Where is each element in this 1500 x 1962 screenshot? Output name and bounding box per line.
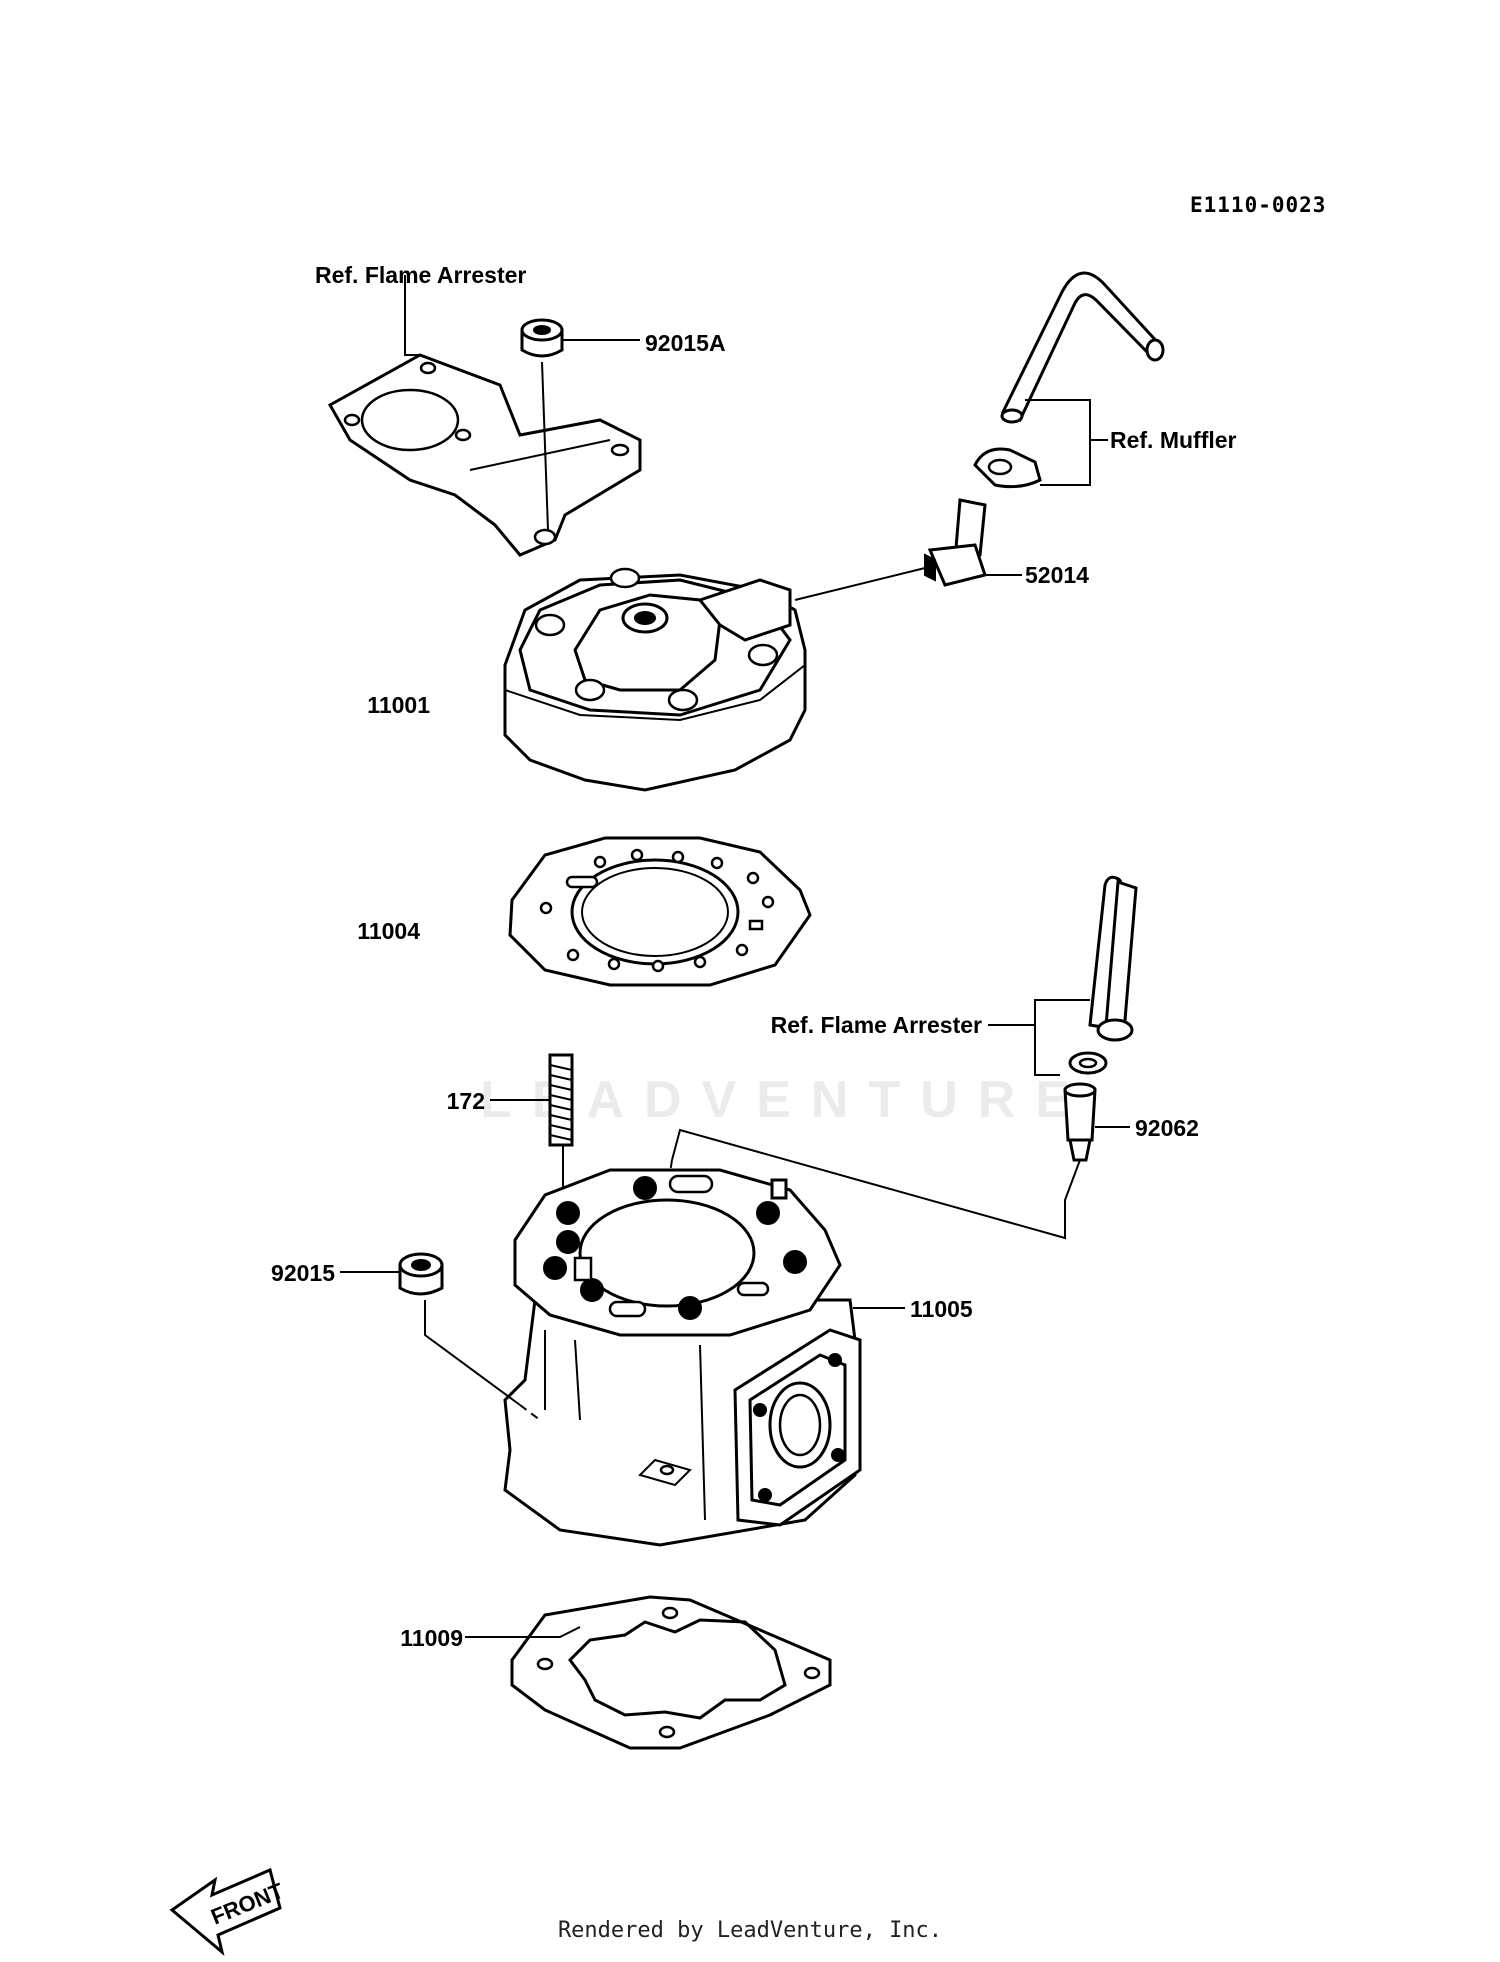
callout-172: 172 [446,1088,485,1114]
nut-92015 [398,1252,444,1296]
nut-92015a [520,318,564,358]
flame-arrester-hose [1088,875,1138,1042]
callout-11009: 11009 [400,1625,463,1651]
hose-clamp-flame-arrester [1068,1051,1108,1075]
muffler-hose [1000,271,1165,424]
callout-ref-muffler: Ref. Muffler [1110,427,1237,453]
callout-92062: 92062 [1135,1115,1199,1141]
cylinder-head-11001 [503,567,807,792]
callout-ref-flame-arrester-top: Ref. Flame Arrester [315,262,527,288]
callout-11001: 11001 [367,692,430,718]
head-gasket-11004 [508,836,812,987]
callout-11005: 11005 [910,1296,973,1322]
hose-clamp-muffler [973,447,1042,489]
base-gasket-11009 [510,1595,832,1750]
stud-172 [548,1053,574,1147]
callout-52014: 52014 [1025,562,1089,588]
callout-92015a: 92015A [645,330,726,356]
callout-ref-flame-arrester-mid: Ref. Flame Arrester [770,1012,982,1038]
callout-92015: 92015 [271,1260,335,1286]
elbow-fitting-52014 [924,498,987,587]
callout-11004: 11004 [357,918,420,944]
flame-arrester-bracket [327,353,642,557]
cylinder-11005 [503,1168,862,1547]
footer-credit: Rendered by LeadVenture, Inc. [557,1918,943,1943]
fitting-92062 [1063,1082,1097,1162]
diagram-code: E1110-0023 [1190,193,1327,217]
watermark: LEADVENTURE [480,1071,1091,1129]
